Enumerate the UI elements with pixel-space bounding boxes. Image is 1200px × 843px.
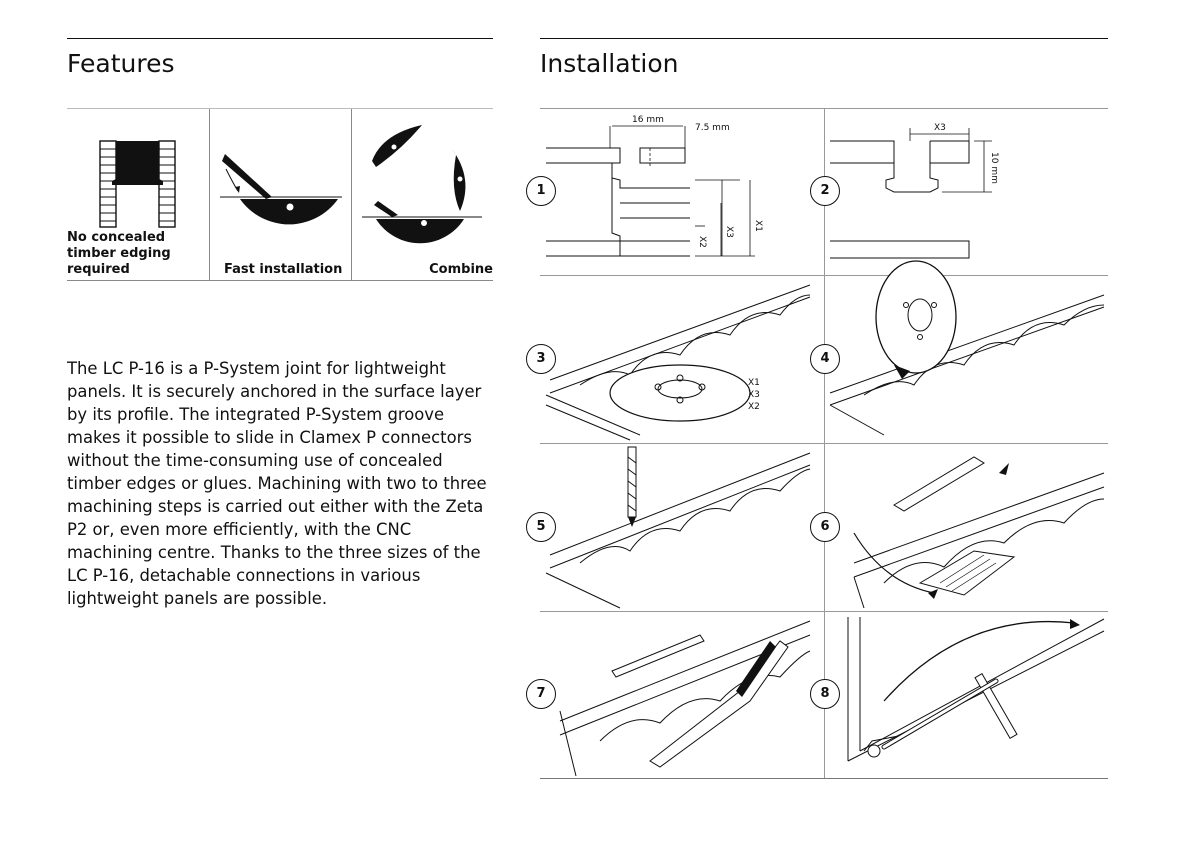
dim-x1: X1 (753, 220, 763, 232)
feature-fast-installation: Fast installation (209, 109, 351, 281)
feature-label-no-edging: No concealed timber edging required (67, 230, 171, 277)
step-number-1: 1 (526, 176, 556, 206)
step-number-2: 2 (810, 176, 840, 206)
installation-step-5: 5 (526, 443, 824, 610)
combine-icon (362, 125, 482, 244)
fast-install-icon (220, 154, 342, 225)
step-number-8: 8 (810, 679, 840, 709)
honeycomb-panel-icon (99, 140, 176, 228)
feature-label-fast-installation: Fast installation (224, 262, 343, 277)
features-grid: No concealed timber edging required Fast… (67, 108, 493, 281)
step-number-4: 4 (810, 344, 840, 374)
feature-label-combine: Combine (429, 262, 493, 277)
product-description: The LC P-16 is a P-System joint for ligh… (67, 359, 487, 608)
features-heading: Features (67, 49, 175, 78)
features-top-rule (67, 38, 493, 39)
dim-16mm: 16 mm (632, 115, 664, 125)
installation-step-7: 7 (526, 611, 824, 778)
step-number-5: 5 (526, 512, 556, 542)
installation-step-8: 8 (810, 611, 1108, 778)
installation-column-divider (824, 108, 825, 778)
installation-step-4: 4 (810, 260, 1108, 442)
installation-heading: Installation (540, 49, 679, 78)
dim-x3-step3: X3 (748, 390, 760, 400)
step-number-3: 3 (526, 344, 556, 374)
dim-x3: X3 (724, 226, 734, 238)
installation-step-1: 16 mm 7.5 mm X1 X3 X2 1 (526, 108, 824, 275)
dim-x2: X2 (697, 236, 707, 248)
groove-cross-section-drawing: 16 mm 7.5 mm X1 X3 X2 (546, 115, 763, 257)
dim-x1-step3: X1 (748, 378, 760, 388)
tighten-connector-drawing (559, 620, 811, 777)
installation-row-line-4 (540, 778, 1108, 779)
drilling-drawing (545, 446, 811, 609)
saw-blade-groove-drawing (829, 260, 1105, 436)
installation-step-6: 6 (810, 443, 1108, 610)
step-number-6: 6 (810, 512, 840, 542)
dim-x3-step2: X3 (934, 123, 946, 133)
groove-depth-drawing: X3 10 mm (830, 123, 999, 259)
installation-step-3: X1 X3 X2 3 (526, 275, 824, 442)
assembled-joint-drawing (847, 617, 1105, 762)
saw-blade-cut-drawing: X1 X3 X2 (545, 284, 811, 441)
dim-7-5mm: 7.5 mm (695, 123, 730, 133)
installation-step-2: X3 10 mm 2 (810, 108, 1108, 275)
feature-combine: Combine (351, 109, 493, 281)
dim-10mm: 10 mm (989, 152, 999, 184)
feature-no-edging: No concealed timber edging required (67, 109, 209, 281)
insert-connector-drawing (853, 456, 1105, 609)
step-number-7: 7 (526, 679, 556, 709)
dim-x2-step3: X2 (748, 402, 760, 412)
installation-top-rule (540, 38, 1108, 39)
